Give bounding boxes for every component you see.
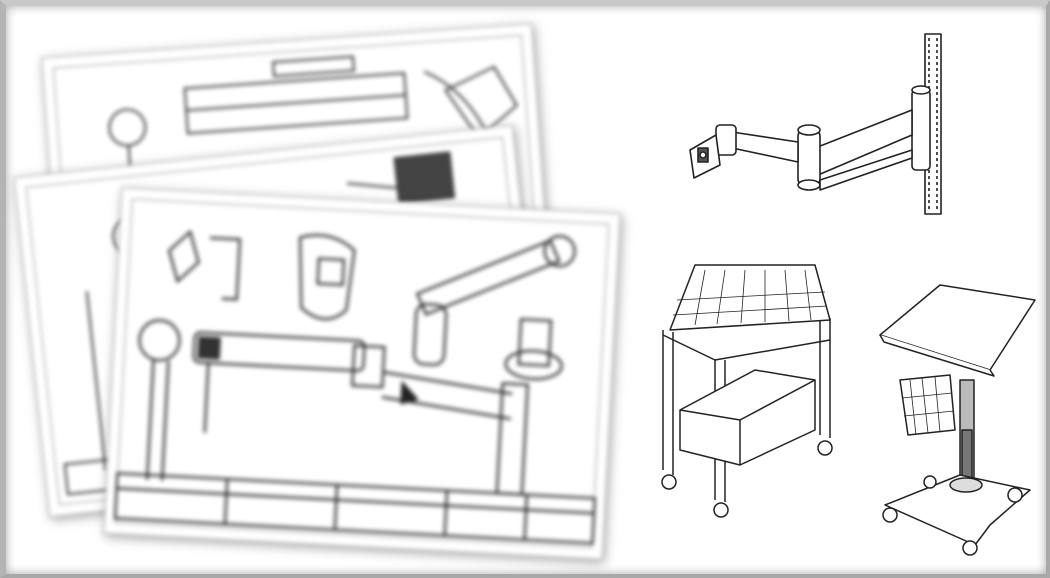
front-sheet-lines (113, 229, 596, 545)
mobile-laptop-stand-illustration (879, 284, 1036, 556)
basket-cart-illustration (661, 264, 833, 518)
monitor-wall-arm-illustration (689, 33, 942, 215)
drawing-sheet-front (103, 187, 621, 560)
